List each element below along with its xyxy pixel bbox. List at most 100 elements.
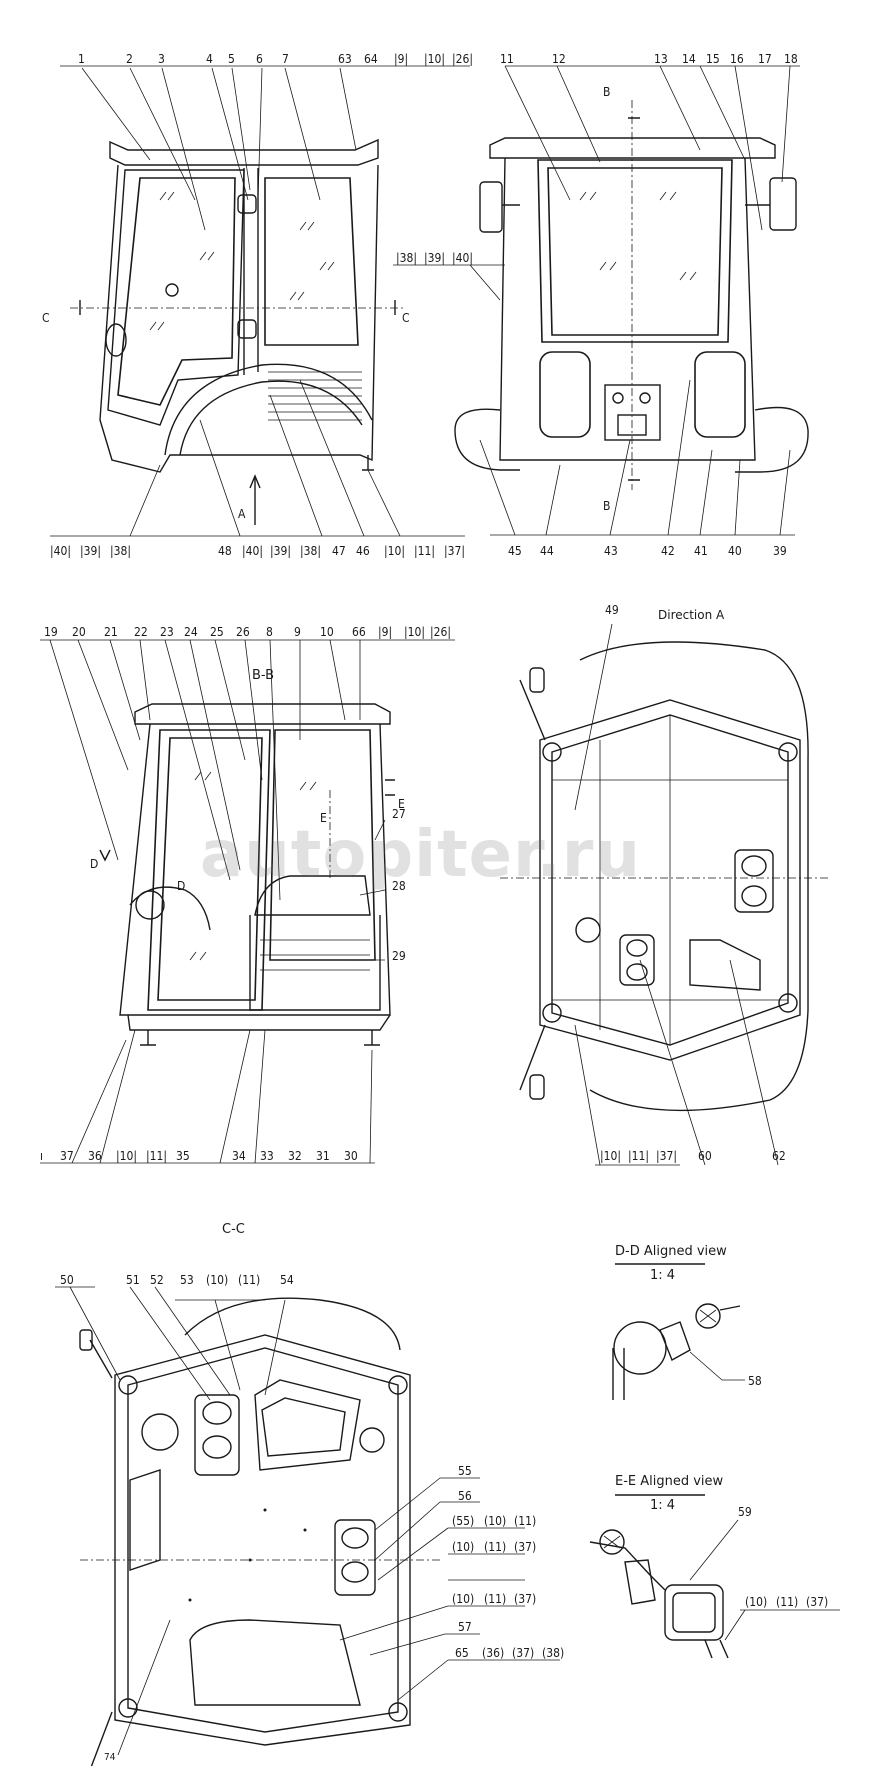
section-marker-d: D [90, 857, 99, 871]
section-cc-drawing [55, 1286, 560, 1766]
callout: (37) [806, 1595, 829, 1609]
callout: |9| [394, 52, 409, 66]
ee-aligned-drawing [589, 1494, 840, 1659]
callout: |38| [396, 251, 418, 265]
callout: 44 [540, 544, 554, 558]
callout: 52 [150, 1273, 164, 1287]
callout: (11) [776, 1595, 799, 1609]
callout: |39| [270, 544, 292, 558]
callout: |38| [300, 544, 322, 558]
callout: |11| [414, 544, 436, 558]
dd-aligned-drawing [612, 1263, 745, 1400]
callout: |10| [384, 544, 406, 558]
callout: 11 [500, 52, 514, 66]
callout: 46 [356, 544, 370, 558]
callout: 55 [458, 1464, 472, 1478]
direction-a-drawing [500, 623, 830, 1166]
callout: 13 [654, 52, 668, 66]
dd-aligned-title: D-D Aligned view [615, 1244, 727, 1259]
callout: |38| [110, 544, 132, 558]
callout: 51 [126, 1273, 140, 1287]
callout: 22 [134, 625, 148, 639]
callout: (10) [452, 1540, 475, 1554]
callout: |26| [430, 625, 452, 639]
arrow-a-label: A [238, 507, 246, 521]
callout: (37) [514, 1592, 537, 1606]
callout: 45 [508, 544, 522, 558]
callout: (37) [514, 1540, 537, 1554]
section-bb-drawing [40, 639, 455, 1164]
callout: 62 [772, 1149, 786, 1163]
callout: 42 [661, 544, 675, 558]
callout: 8 [266, 625, 273, 639]
callout: 35 [176, 1149, 190, 1163]
callout: 66 [352, 625, 366, 639]
watermark-text: autopiter.ru [200, 818, 641, 892]
callout: |10| [404, 625, 426, 639]
callout: (10) [745, 1595, 768, 1609]
dd-aligned-scale: 1: 4 [650, 1268, 676, 1283]
callout: 4 [206, 52, 213, 66]
callout: 40 [728, 544, 742, 558]
callout: 64 [364, 52, 378, 66]
callout: 10 [320, 625, 334, 639]
callout: 20 [72, 625, 86, 639]
callout: 15 [706, 52, 720, 66]
callout: 58 [748, 1374, 762, 1388]
callout: 39 [773, 544, 787, 558]
callout: 27 [392, 807, 406, 821]
callout: 5 [228, 52, 235, 66]
callout: 9 [294, 625, 301, 639]
side-view-drawing [50, 65, 470, 537]
callout: (36) [482, 1646, 505, 1660]
callout: 7 [282, 52, 289, 66]
callout: 53 [180, 1273, 194, 1287]
callout: |37| [656, 1149, 678, 1163]
callout: |10| [600, 1149, 622, 1163]
callout: 19 [44, 625, 58, 639]
section-marker-c-right: C [402, 311, 410, 325]
callout: 54 [280, 1273, 294, 1287]
callout: 34 [232, 1149, 246, 1163]
callout: 14 [682, 52, 696, 66]
callout: 36 [88, 1149, 102, 1163]
section-marker-b-bottom: B [603, 499, 611, 513]
callout: 16 [730, 52, 744, 66]
callout: 6 [256, 52, 263, 66]
callout: |10| [424, 52, 446, 66]
callout: 32 [288, 1149, 302, 1163]
callout: 1 [78, 52, 85, 66]
callout: 56 [458, 1489, 472, 1503]
callout: 49 [605, 603, 619, 617]
callout: 3 [158, 52, 165, 66]
ee-aligned-scale: 1: 4 [650, 1498, 676, 1513]
callout: 21 [104, 625, 118, 639]
callout: |39| [80, 544, 102, 558]
callout: 47 [332, 544, 346, 558]
callout: |26| [452, 52, 474, 66]
callout: 24 [184, 625, 198, 639]
callout: 26 [236, 625, 250, 639]
section-bb-title: B-B [252, 668, 275, 683]
callout: 30 [344, 1149, 358, 1163]
section-marker-d-inner: D [177, 879, 186, 893]
section-cc-title: C-C [222, 1222, 245, 1237]
callout: ı [40, 1149, 43, 1163]
callout: 31 [316, 1149, 330, 1163]
callout: 23 [160, 625, 174, 639]
callout: |40| [242, 544, 264, 558]
section-marker-c-left: C [42, 311, 50, 325]
callout: (10) [484, 1514, 507, 1528]
callout: (10) [206, 1273, 229, 1287]
section-marker-e: E [398, 797, 405, 811]
callout: (10) [452, 1592, 475, 1606]
section-marker-b-top: B [603, 85, 611, 99]
callout: 12 [552, 52, 566, 66]
callout: 41 [694, 544, 708, 558]
callout: |10| [116, 1149, 138, 1163]
callout: |40| [452, 251, 474, 265]
callout: 57 [458, 1620, 472, 1634]
callout: (11) [514, 1514, 537, 1528]
callout: 29 [392, 949, 406, 963]
